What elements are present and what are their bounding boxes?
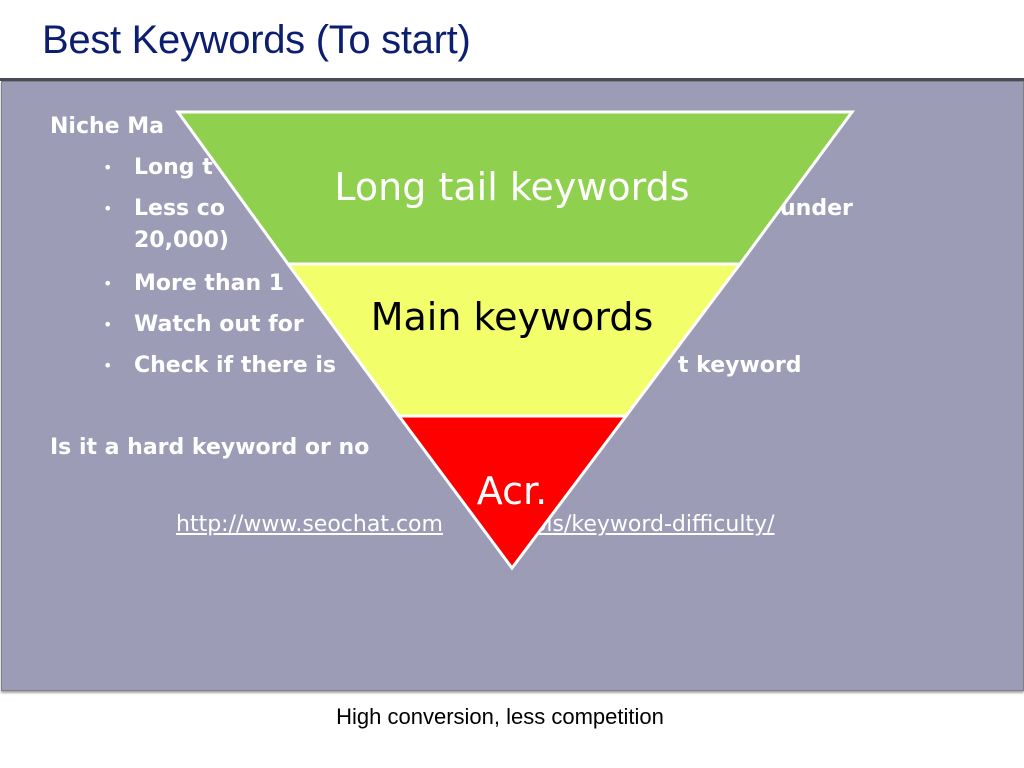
slide-title: Best Keywords (To start) [42,18,471,62]
bullet-2-continuation: 20,000) [134,228,229,253]
bullet-5-text: Check if there is [134,353,336,378]
question-line: Is it a hard keyword or no [50,435,370,460]
funnel-label-main: Main keywords [371,295,654,339]
bullet-dot: • [103,199,113,218]
bullet-dot: • [103,356,113,375]
funnel-label-long-tail: Long tail keywords [334,165,689,209]
funnel-layer-main [285,262,743,418]
bullet-3-text: More than 1 [134,271,285,296]
bullet-4-text: Watch out for [134,312,304,337]
bullet-dot: • [103,158,113,177]
funnel-layer-acr [396,414,629,571]
bullet-dot: • [103,315,113,334]
bullet-5-right-fragment: t keyword [678,353,802,378]
bullet-dot: • [103,274,113,293]
funnel-label-acr: Acr. [477,469,547,513]
bullet-2-text: Less co [134,196,225,221]
bullet-2-right-fragment: under [780,196,853,221]
link-prefix: http://www.seochat.com [176,512,443,537]
bullet-1-text: Long t [134,155,213,180]
funnel-caption: High conversion, less competition [336,704,664,729]
title-divider [0,78,1024,81]
intro-line: Niche Ma [50,114,164,139]
keyword-difficulty-link[interactable]: http://www.seochat.com-tools/keyword-dif… [176,512,775,537]
